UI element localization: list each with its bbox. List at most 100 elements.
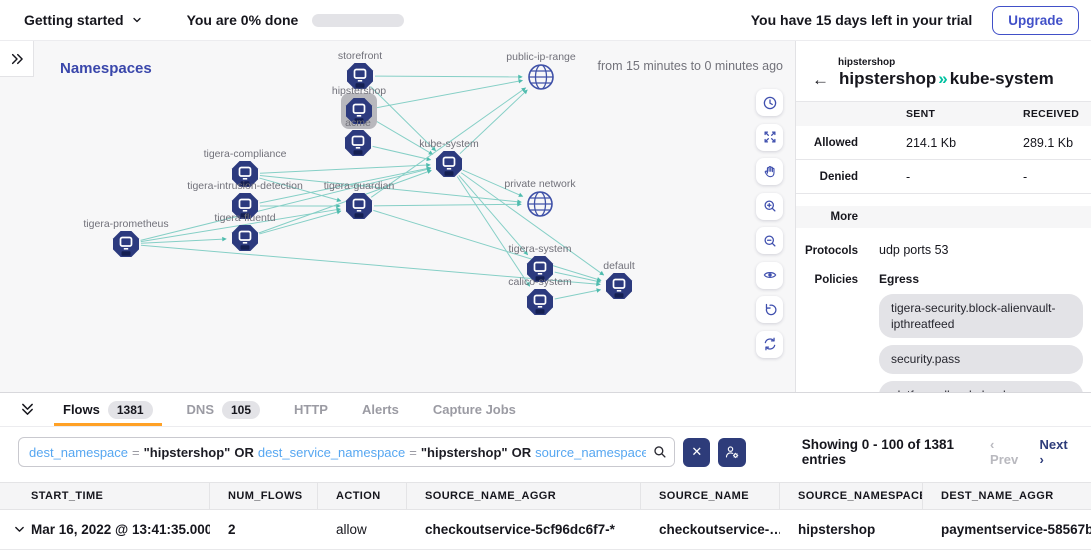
graph-node-calico-system[interactable]: calico-system bbox=[508, 276, 572, 315]
tab-http[interactable]: HTTP bbox=[277, 393, 345, 426]
column-header-source_namespace[interactable]: SOURCE_NAMESPACE bbox=[780, 483, 923, 509]
progress-label: You are 0% done bbox=[186, 12, 299, 28]
zoom-in-button[interactable] bbox=[756, 192, 783, 220]
graph-node-kube-system[interactable]: kube-system bbox=[419, 138, 479, 177]
close-icon: ✕ bbox=[691, 444, 703, 459]
cell-source_name_aggr: checkoutservice-5cf96dc6f7-* bbox=[425, 522, 615, 537]
graph-node-label: default bbox=[603, 260, 635, 272]
sent-column-header: SENT bbox=[906, 108, 936, 120]
time-button[interactable] bbox=[756, 89, 783, 116]
graph-node-label: acme bbox=[345, 117, 371, 129]
graph-node-label: hipstershop bbox=[332, 85, 386, 97]
expand-sidebar-button[interactable] bbox=[0, 41, 34, 77]
tab-alerts[interactable]: Alerts bbox=[345, 393, 416, 426]
upgrade-button[interactable]: Upgrade bbox=[992, 5, 1079, 35]
undo-button[interactable] bbox=[756, 296, 783, 323]
graph-node-tigera-intrusion-detection[interactable]: tigera-intrusion-detection bbox=[187, 180, 303, 219]
graph-node-public-ip-range[interactable]: public-ip-range bbox=[506, 51, 576, 90]
next-page-button[interactable]: Next › bbox=[1039, 437, 1068, 467]
prev-page-button[interactable]: ‹ Prev bbox=[990, 437, 1019, 467]
graph-edge bbox=[370, 87, 527, 198]
graph-node-tigera-compliance[interactable]: tigera-compliance bbox=[204, 148, 287, 187]
filter-token-field: source_namespace bbox=[535, 444, 649, 460]
column-header-start_time[interactable]: START_TIME bbox=[0, 483, 210, 509]
namespaces-graph: storefront public-ip-range hipstershop acme… bbox=[83, 50, 635, 315]
filter-token-value: "hipstershop" bbox=[143, 444, 231, 460]
cell-source_namespace: hipstershop bbox=[798, 522, 876, 537]
policy-pill[interactable]: platform.allow-kube-dns bbox=[879, 380, 1083, 392]
graph-node-default[interactable]: default bbox=[603, 260, 635, 299]
zoom-out-button[interactable] bbox=[756, 227, 783, 254]
policy-pill[interactable]: tigera-security.block-alienvault-ipthrea… bbox=[879, 294, 1083, 339]
graph-edge bbox=[140, 236, 227, 244]
details-title: hipstershop»kube-system bbox=[839, 69, 1054, 88]
cell-dest_name_aggr: paymentservice-58567bdc bbox=[941, 522, 1091, 537]
clear-filter-button[interactable]: ✕ bbox=[683, 437, 711, 467]
filter-token-op: = bbox=[409, 444, 417, 460]
tab-capture-jobs[interactable]: Capture Jobs bbox=[416, 393, 533, 426]
time-range-label: from 15 minutes to 0 minutes ago bbox=[597, 59, 783, 73]
traffic-table: SENT RECEIVED Allowed 214.1 Kb 289.1 Kb … bbox=[796, 101, 1091, 194]
getting-started-menu[interactable]: Getting started bbox=[24, 12, 143, 28]
graph-node-tigera-fluentd[interactable]: tigera-fluentd bbox=[214, 212, 276, 251]
graph-edge bbox=[554, 288, 602, 300]
column-header-action[interactable]: ACTION bbox=[318, 483, 407, 509]
details-eyebrow: hipstershop bbox=[838, 57, 896, 68]
column-header-dest_name_aggr[interactable]: DEST_NAME_AGGR bbox=[941, 490, 1054, 502]
undo-icon bbox=[765, 303, 777, 315]
graph-node-label: calico-system bbox=[508, 276, 572, 288]
graph-edge bbox=[259, 162, 431, 174]
graph-node-tigera-guardian[interactable]: tigera-guardian bbox=[324, 180, 395, 219]
policy-pill[interactable]: security.pass bbox=[879, 345, 1083, 374]
graph-node-label: tigera-prometheus bbox=[83, 218, 168, 230]
graph-node-tigera-prometheus[interactable]: tigera-prometheus bbox=[83, 218, 169, 257]
graph-node-storefront[interactable]: storefront bbox=[338, 50, 382, 89]
graph-node-hipstershop[interactable]: hipstershop bbox=[332, 85, 386, 129]
graph-node-label: storefront bbox=[338, 50, 382, 62]
policies-label: Policies bbox=[814, 274, 858, 286]
cell-start_time: Mar 16, 2022 @ 13:41:35.000 bbox=[31, 522, 210, 537]
fit-screen-button[interactable] bbox=[756, 123, 783, 151]
policy-pill-list: tigera-security.block-alienvault-ipthrea… bbox=[879, 294, 1083, 392]
back-arrow-icon[interactable]: ← bbox=[812, 69, 829, 89]
column-header-source_name_aggr[interactable]: SOURCE_NAME_AGGR bbox=[407, 483, 641, 509]
pan-hand-icon bbox=[764, 165, 775, 177]
graph-node-label: tigera-system bbox=[508, 243, 571, 255]
refresh-button[interactable] bbox=[756, 330, 783, 358]
graph-node-private-network[interactable]: private network bbox=[504, 178, 576, 217]
double-chevron-down-icon bbox=[21, 403, 33, 415]
graph-toolbar bbox=[756, 89, 783, 358]
graph-edge bbox=[140, 244, 601, 287]
tab-label: Flows bbox=[63, 402, 100, 417]
protocols-label: Protocols bbox=[804, 245, 858, 257]
expand-row-button[interactable] bbox=[0, 523, 28, 536]
tab-label: Alerts bbox=[361, 402, 399, 417]
column-header-source_name[interactable]: SOURCE_NAME bbox=[641, 483, 780, 509]
pan-button[interactable] bbox=[756, 158, 783, 185]
graph-edge bbox=[259, 166, 432, 204]
filter-settings-button[interactable] bbox=[718, 437, 746, 467]
graph-node-acme[interactable]: acme bbox=[345, 117, 371, 156]
filter-token-keyword: OR bbox=[511, 444, 532, 460]
column-header-num_flows[interactable]: NUM_FLOWS bbox=[210, 483, 318, 509]
visibility-button[interactable] bbox=[756, 261, 783, 289]
chevron-down-icon bbox=[14, 526, 24, 532]
flow-direction-icon: » bbox=[938, 69, 948, 88]
top-bar: Getting started You are 0% done You have… bbox=[0, 0, 1091, 40]
allowed-label: Allowed bbox=[813, 136, 858, 149]
graph-edge bbox=[259, 175, 522, 204]
graph-node-label: private network bbox=[504, 178, 576, 190]
graph-edge bbox=[373, 202, 522, 207]
egress-label: Egress bbox=[879, 272, 920, 286]
graph-node-tigera-system[interactable]: tigera-system bbox=[508, 243, 572, 282]
collapse-panel-button[interactable] bbox=[12, 393, 42, 426]
